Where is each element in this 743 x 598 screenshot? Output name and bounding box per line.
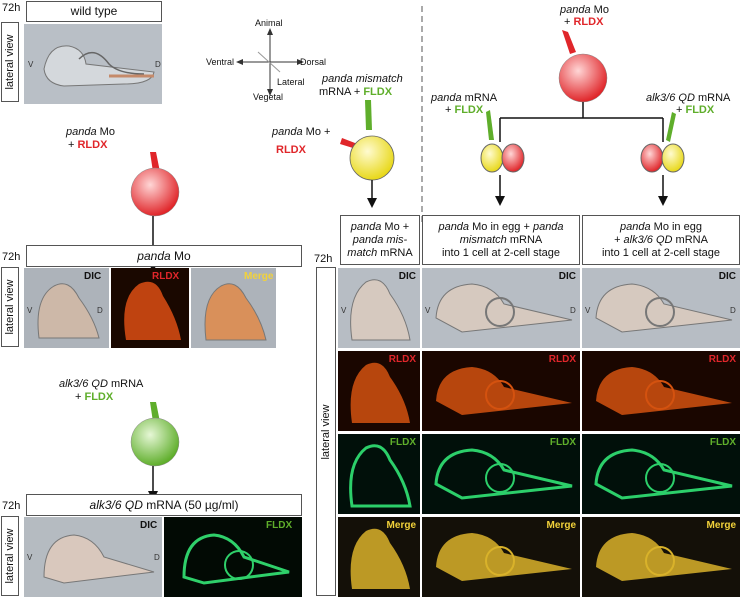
photo-dic-col2 <box>422 268 580 348</box>
v-marker-2: V <box>27 553 33 562</box>
lateral-view-label-3: lateral view <box>1 516 19 596</box>
alk-dic <box>24 517 162 597</box>
tag-fldx-col2: FLDX <box>549 437 576 448</box>
tag-merge-col3: Merge <box>706 520 736 531</box>
axis-dorsal: Dorsal <box>300 57 327 67</box>
tag-merge: Merge <box>244 271 274 282</box>
inj1-tracer: + RLDX <box>68 139 108 151</box>
tag-merge-col1: Merge <box>386 520 416 531</box>
panda-mo-merge <box>191 268 276 348</box>
d-marker-col2: D <box>570 306 576 315</box>
axes-diagram <box>236 28 304 96</box>
time-label: 72h <box>2 2 21 14</box>
axis-lateral: Lateral <box>277 77 305 87</box>
panda-mo-rldx <box>111 268 189 348</box>
separator <box>421 6 423 226</box>
tag-dic-col3: DIC <box>718 271 736 282</box>
tag-fldx: FLDX <box>266 520 293 531</box>
v-marker-col2: V <box>425 306 431 315</box>
inj1-label: panda Mo <box>66 126 115 138</box>
mismatch-mo-tracer: RLDX <box>276 144 306 156</box>
tag-rldx: RLDX <box>152 271 180 282</box>
top-inj-label: panda Mo <box>560 4 609 16</box>
mismatch-label-1: panda mismatch <box>322 73 403 85</box>
lateral-view-label: lateral view <box>1 22 19 102</box>
alk-title: alk3/6 QD mRNA (50 µg/ml) <box>26 494 302 516</box>
axis-animal: Animal <box>255 18 283 28</box>
v-marker-col3: V <box>585 306 591 315</box>
mismatch-egg <box>340 100 395 208</box>
tag-dic: DIC <box>84 271 102 282</box>
photo-rldx-col1 <box>338 351 420 431</box>
tag-fldx-col3: FLDX <box>709 437 736 448</box>
right-split-tracer: + FLDX <box>676 104 715 116</box>
wild-type-dic-photo <box>24 24 162 104</box>
photo-merge-col1 <box>338 517 420 597</box>
time-label-2: 72h <box>2 251 21 263</box>
d-marker-2: D <box>154 553 160 562</box>
split-schematic <box>480 30 685 206</box>
time-label-4: 72h <box>314 253 333 265</box>
lateral-view-label-2: lateral view <box>1 267 19 347</box>
right-split-label: alk3/6 QD mRNA <box>646 92 731 104</box>
d-marker-col3: D <box>730 306 736 315</box>
wild-type-title: wild type <box>26 1 162 22</box>
inj2-label: alk3/6 QD mRNA <box>59 378 144 390</box>
lateral-view-label-4: lateral view <box>316 267 336 596</box>
alk-fldx <box>164 517 302 597</box>
axis-ventral: Ventral <box>206 57 235 67</box>
tag-rldx-col2: RLDX <box>548 354 576 365</box>
photo-fldx-col1 <box>338 434 420 514</box>
inj2-tracer: + FLDX <box>75 391 114 403</box>
tag-merge-col2: Merge <box>546 520 576 531</box>
photo-dic-col1 <box>338 268 420 348</box>
time-label-3: 72h <box>2 500 21 512</box>
axis-vegetal: Vegetal <box>253 92 284 102</box>
panda-mo-dic <box>24 268 109 348</box>
left-split-label: panda mRNA <box>431 92 498 104</box>
tag-fldx-col1: FLDX <box>389 437 416 448</box>
mismatch-mo-label: panda Mo + <box>272 126 331 138</box>
tag-rldx-col1: RLDX <box>388 354 416 365</box>
left-split-tracer: + FLDX <box>445 104 484 116</box>
photo-fldx-col3 <box>582 434 740 514</box>
tag-dic-col2: DIC <box>558 271 576 282</box>
panda-mo-title: panda Mo <box>26 245 302 267</box>
v-marker: V <box>27 306 33 315</box>
inj2-egg <box>130 402 180 501</box>
dorsal-marker: D <box>155 60 161 69</box>
photo-dic-col3 <box>582 268 740 348</box>
mismatch-label-2: mRNA + FLDX <box>319 86 393 98</box>
photo-fldx-col2 <box>422 434 580 514</box>
tag-dic-col1: DIC <box>398 271 416 282</box>
d-marker: D <box>97 306 103 315</box>
v-marker-col1: V <box>341 306 347 315</box>
photo-rldx-col3 <box>582 351 740 431</box>
photo-merge-col2 <box>422 517 580 597</box>
tag-rldx-col3: RLDX <box>708 354 736 365</box>
top-inj-tracer: + RLDX <box>564 16 604 28</box>
col1-title: panda Mo +panda mis-match mRNA <box>340 215 420 265</box>
photo-rldx-col2 <box>422 351 580 431</box>
photo-merge-col3 <box>582 517 740 597</box>
tag-dic-2: DIC <box>140 520 158 531</box>
ventral-marker: V <box>28 60 34 69</box>
